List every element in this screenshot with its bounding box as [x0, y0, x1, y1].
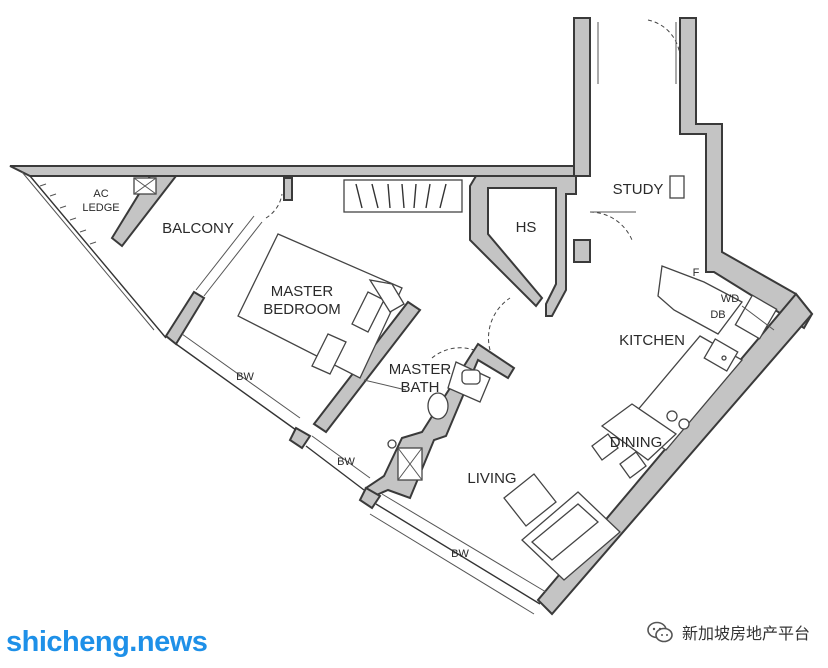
- vanity-basin: [461, 369, 481, 385]
- label-bw-2: BW: [337, 456, 355, 468]
- label-master-bath-2: BATH: [401, 379, 440, 396]
- account-watermark: 新加坡房地产平台: [646, 620, 810, 644]
- label-db: DB: [710, 309, 725, 321]
- label-master-bedroom-1: MASTER: [271, 283, 334, 300]
- wall-balcony-bedroom: [283, 177, 293, 201]
- dining-table: [600, 403, 678, 461]
- label-ac-ledge-2: LEDGE: [82, 202, 119, 214]
- wall-balcony-diag: [164, 290, 206, 346]
- window-bw-1: [175, 343, 297, 431]
- hob-1: [666, 410, 678, 422]
- wechat-icon: [647, 621, 673, 643]
- coffee-table: [503, 473, 557, 527]
- label-balcony: BALCONY: [162, 220, 234, 237]
- window-bw-2b: [311, 435, 371, 479]
- label-hs: HS: [516, 219, 537, 236]
- wall-living-ext: [358, 486, 382, 510]
- study-door-swing: [647, 19, 681, 61]
- bedside-table: [368, 279, 405, 313]
- window-balcony: [203, 221, 263, 297]
- label-master-bath-1: MASTER: [389, 361, 452, 378]
- sofa-seat: [531, 503, 599, 561]
- shower-diag: [363, 379, 407, 391]
- label-ac-ledge-1: AC: [93, 188, 108, 200]
- toilet: [427, 392, 449, 420]
- label-bw-3: BW: [451, 548, 469, 560]
- label-bw-1: BW: [236, 371, 254, 383]
- window-bw-2: [305, 445, 365, 491]
- wall-study-left: [573, 17, 591, 177]
- wall-study-partition: [573, 239, 591, 263]
- window-bw-3b: [381, 493, 547, 593]
- label-living: LIVING: [467, 470, 516, 487]
- label-fridge: F: [693, 267, 700, 279]
- cabinet-study: [669, 175, 685, 199]
- sink: [703, 338, 739, 372]
- window-bw-3: [375, 503, 541, 605]
- label-washer-dryer: WD: [721, 293, 739, 305]
- label-kitchen: KITCHEN: [619, 332, 685, 349]
- label-study: STUDY: [613, 181, 664, 198]
- window-balcony-b: [195, 215, 255, 291]
- site-watermark: shicheng.news: [6, 626, 208, 658]
- bed-pillow-2: [311, 333, 347, 375]
- floor-trap: [387, 439, 397, 449]
- label-dining: DINING: [610, 434, 663, 451]
- bath-door-swing: [431, 347, 475, 359]
- entry-door-swing: [488, 297, 511, 351]
- balcony-door-swing: [265, 193, 283, 219]
- window-exterior-1: [29, 175, 167, 339]
- sink-drain: [721, 355, 727, 361]
- dining-chair-2: [619, 451, 647, 479]
- study-side-door-swing: [589, 211, 633, 241]
- label-master-bedroom-2: BEDROOM: [263, 301, 341, 318]
- wall-bed-bath: [312, 300, 422, 434]
- window-exterior-1b: [21, 171, 155, 331]
- wall-bedroom-ext: [288, 426, 312, 450]
- wall-ac-ledge: [110, 175, 179, 248]
- account-name: 新加坡房地产平台: [681, 624, 810, 643]
- kitchen-counter-top: [657, 265, 743, 335]
- wall-top: [9, 165, 579, 177]
- wall-hs: [469, 175, 577, 317]
- ac-ledge-hatch: [39, 183, 97, 245]
- wardrobe-hatch: [355, 183, 447, 209]
- hob-2: [678, 418, 690, 430]
- window-bw-3c: [369, 513, 535, 615]
- dining-chair-1: [591, 433, 619, 461]
- window-bw-1b: [181, 333, 301, 419]
